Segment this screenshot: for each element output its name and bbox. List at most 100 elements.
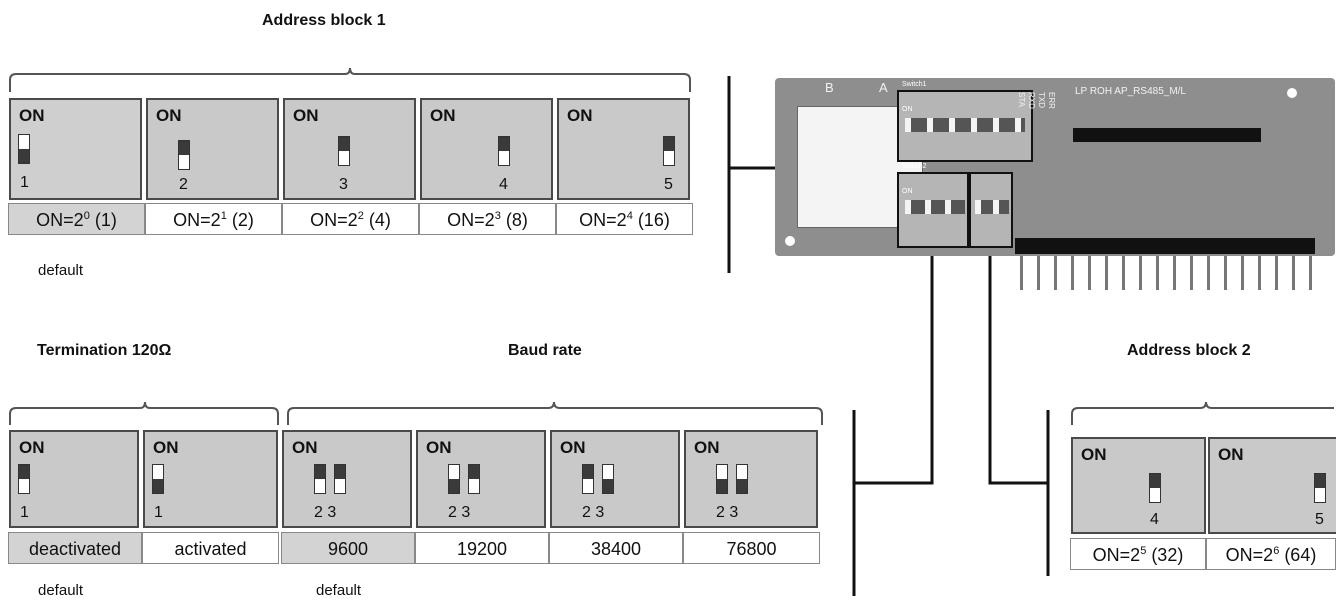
termination-title: Termination 120Ω — [37, 342, 172, 359]
address-3-value: ON=22 (4) — [282, 203, 419, 235]
switch-number: 1 — [20, 174, 29, 191]
switch1-label: Switch1 — [902, 81, 927, 88]
on-label: ON — [567, 106, 593, 125]
baud-value-38400: 38400 — [549, 532, 683, 564]
dip-toggle — [314, 464, 326, 494]
brace-termination — [9, 401, 279, 425]
switch-number: 1 — [154, 504, 163, 521]
led-err: ERR — [1047, 92, 1056, 109]
baud-rate-default: default — [316, 582, 362, 599]
dip-toggle — [152, 464, 164, 494]
mounting-hole — [785, 236, 795, 246]
switch-number: 3 — [339, 176, 348, 193]
on-label: ON — [1081, 445, 1107, 464]
on-label: ON — [19, 438, 45, 457]
switch-baud-9600: ON 2 3 — [282, 430, 412, 528]
switch2-toggles — [905, 200, 965, 214]
connector-a-label: A — [879, 80, 888, 95]
address-block-1-title: Address block 1 — [262, 12, 386, 29]
switch-number: 5 — [664, 176, 673, 193]
switch-number: 4 — [499, 176, 508, 193]
circuit-board: B A Switch1 ON STA RXD TXD ERR LP ROH AP… — [775, 78, 1335, 256]
baud-value-76800: 76800 — [683, 532, 820, 564]
led-rxd: RXD — [1027, 92, 1036, 109]
switch-address-4: ON 4 — [420, 98, 553, 200]
switch-number: 5 — [1315, 511, 1324, 528]
switch-baud-38400: ON 2 3 — [550, 430, 680, 528]
on-label: ON — [430, 106, 456, 125]
address-block-2-value-32: ON=25 (32) — [1070, 538, 1206, 570]
dip-toggle — [448, 464, 460, 494]
dip-toggle — [334, 464, 346, 494]
on-label: ON — [560, 438, 586, 457]
dip-toggle — [736, 464, 748, 494]
on-label: ON — [292, 438, 318, 457]
board-switch2-address — [969, 172, 1013, 248]
switch-baud-19200: ON 2 3 — [416, 430, 546, 528]
dip-toggle — [663, 136, 675, 166]
address-block-2-value-64: ON=26 (64) — [1206, 538, 1336, 570]
mounting-hole — [1287, 88, 1297, 98]
address-block-1-default: default — [38, 262, 84, 279]
on-label: ON — [293, 106, 319, 125]
switch-address-block-2-5: ON 5 — [1208, 437, 1336, 534]
board-label: LP ROH AP_RS485_M/L — [1075, 86, 1186, 97]
on-label: ON — [1218, 445, 1244, 464]
switch-baud-76800: ON 2 3 — [684, 430, 818, 528]
switch-numbers: 2 3 — [314, 504, 337, 521]
switch-numbers: 2 3 — [582, 504, 605, 521]
brace-address-block-2 — [1071, 401, 1334, 425]
led-sta: STA — [1017, 92, 1026, 107]
switch-number: 1 — [20, 504, 29, 521]
dip-toggle — [18, 464, 30, 494]
board-switch1: Switch1 ON — [897, 81, 1033, 162]
on-label: ON — [19, 106, 45, 125]
board-switch2: Switch2 ON — [897, 163, 969, 248]
switch2-label: Switch2 — [902, 163, 927, 170]
switch1-on-label: ON — [902, 106, 913, 113]
baud-value-9600: 9600 — [281, 532, 415, 564]
dip-toggle — [1149, 473, 1161, 503]
dip-toggle — [716, 464, 728, 494]
baud-value-19200: 19200 — [415, 532, 549, 564]
on-label: ON — [426, 438, 452, 457]
board-pins — [1020, 256, 1320, 290]
switch-address-2: ON 2 — [146, 98, 279, 200]
address-1-value: ON=20 (1) — [8, 203, 145, 235]
switch-numbers: 2 3 — [448, 504, 471, 521]
dip-toggle — [1314, 473, 1326, 503]
on-label: ON — [694, 438, 720, 457]
address-5-value: ON=24 (16) — [556, 203, 693, 235]
dip-toggle — [602, 464, 614, 494]
switch-number: 4 — [1150, 511, 1159, 528]
termination-default: default — [38, 582, 84, 599]
switch2-on-label: ON — [902, 188, 913, 195]
address-2-value: ON=21 (2) — [145, 203, 282, 235]
address-block-2-title: Address block 2 — [1127, 342, 1251, 359]
switch1-toggles — [905, 118, 1025, 132]
dip-toggle — [18, 134, 30, 164]
brace-baud-rate — [287, 401, 823, 425]
switch-address-3: ON 3 — [283, 98, 416, 200]
switch-termination-off: ON 1 — [9, 430, 139, 528]
address-4-value: ON=23 (8) — [419, 203, 556, 235]
switch-address-block-2-4: ON 4 — [1071, 437, 1206, 534]
dip-toggle — [468, 464, 480, 494]
switch-numbers: 2 3 — [716, 504, 739, 521]
switch-number: 2 — [179, 176, 188, 193]
connector-b-label: B — [825, 80, 834, 95]
switch-termination-on: ON 1 — [143, 430, 278, 528]
termination-value-activated: activated — [142, 532, 279, 564]
dip-toggle — [338, 136, 350, 166]
dip-toggle — [498, 136, 510, 166]
dip-toggle — [178, 140, 190, 170]
on-label: ON — [153, 438, 179, 457]
on-label: ON — [156, 106, 182, 125]
pin-header-bottom — [1015, 238, 1315, 254]
pin-header-top — [1073, 128, 1261, 142]
switch-address-1: ON 1 — [9, 98, 142, 200]
termination-value-deactivated: deactivated — [8, 532, 142, 564]
baud-rate-title: Baud rate — [508, 342, 582, 359]
brace-address-block-1 — [9, 67, 691, 92]
dip-toggle — [582, 464, 594, 494]
